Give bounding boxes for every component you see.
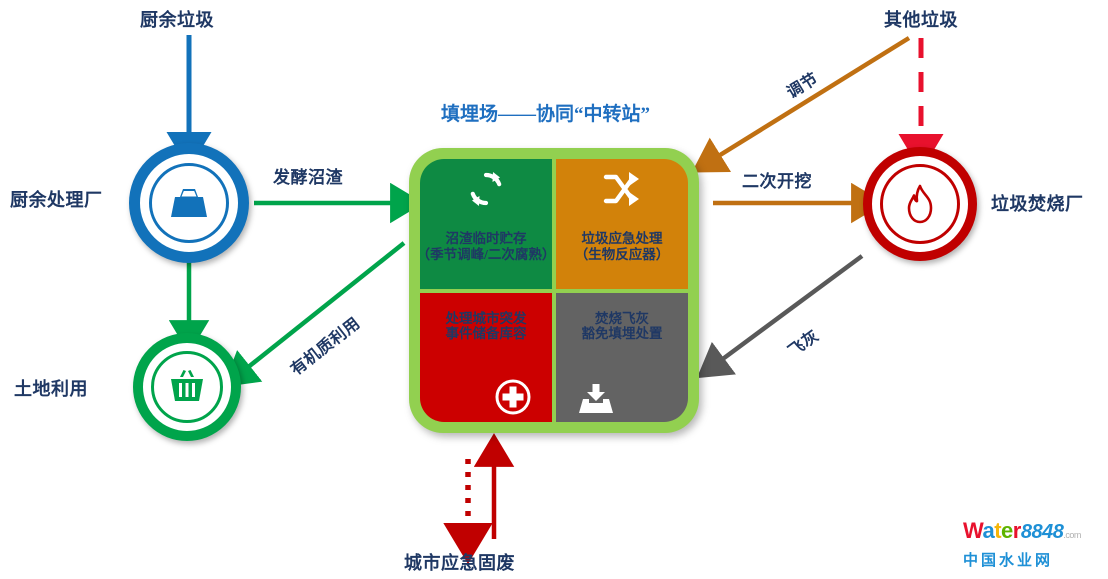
central-landfill-panel[interactable]: 沼渣临时贮存 （季节调峰/二次腐熟） 垃圾应急处理 （生物反应器） bbox=[409, 148, 699, 433]
watermark-dotcom: .com bbox=[1063, 530, 1081, 540]
label-arrow-organic-utilization: 有机质利用 bbox=[288, 314, 364, 380]
quadrant-biogas-residue-storage[interactable]: 沼渣临时贮存 （季节调峰/二次腐熟） bbox=[420, 159, 552, 289]
flame-icon bbox=[907, 184, 933, 224]
inbox-tray-icon bbox=[171, 189, 207, 217]
label-arrow-secondary-excavation: 二次开挖 bbox=[742, 172, 812, 191]
node-land-use[interactable] bbox=[133, 333, 241, 441]
label-incinerator: 垃圾焚烧厂 bbox=[991, 194, 1084, 214]
watermark-letter-a: a bbox=[982, 518, 995, 543]
node-incinerator[interactable] bbox=[863, 147, 977, 261]
quadrant-tr-line2: （生物反应器） bbox=[574, 246, 670, 262]
arrow-other-waste-to-panel bbox=[691, 36, 911, 173]
label-urban-emergency-waste: 城市应急固废 bbox=[404, 553, 515, 573]
watermark-subtitle: 中国水业网 bbox=[963, 552, 1054, 569]
label-land-use: 土地利用 bbox=[14, 379, 88, 399]
quadrant-br-line2: 豁免填埋处置 bbox=[581, 326, 663, 342]
label-arrow-fermented-residue: 发酵沼渣 bbox=[273, 168, 343, 187]
watermark-letter-t: t bbox=[994, 518, 1002, 543]
watermark-logo: Water8848.com 中国水业网 bbox=[963, 519, 1105, 573]
watermark-letter-e: e bbox=[1001, 518, 1013, 543]
panel-title: 填埋场——协同“中转站” bbox=[441, 104, 651, 125]
quadrant-emergency-waste-treatment[interactable]: 垃圾应急处理 （生物反应器） bbox=[556, 159, 688, 289]
node-food-plant[interactable] bbox=[129, 143, 249, 263]
quadrant-br-line1: 焚烧飞灰 bbox=[595, 310, 649, 326]
quadrant-fly-ash-landfill-exemption[interactable]: 焚烧飞灰 豁免填埋处置 bbox=[556, 292, 688, 422]
watermark-number: 8848 bbox=[1020, 521, 1064, 543]
quadrant-tr-line1: 垃圾应急处理 bbox=[581, 231, 663, 246]
refresh-cycle-icon bbox=[466, 169, 506, 209]
quadrant-bl-line2: 事件储备库容 bbox=[445, 326, 527, 342]
first-aid-plus-icon bbox=[494, 378, 532, 416]
label-arrow-regulate: 调节 bbox=[784, 70, 822, 102]
label-food-plant: 厨余处理厂 bbox=[10, 190, 103, 210]
label-other-waste: 其他垃圾 bbox=[884, 10, 958, 30]
shuffle-icon bbox=[602, 169, 642, 209]
watermark-letter-w: W bbox=[963, 518, 983, 543]
quadrant-tl-line2: （季节调峰/二次腐熟） bbox=[420, 246, 552, 262]
quadrant-urban-emergency-reserve[interactable]: 处理城市突发 事件储备库容 bbox=[420, 292, 552, 422]
label-arrow-fly-ash: 飞灰 bbox=[785, 327, 823, 361]
download-tray-icon bbox=[576, 382, 616, 416]
basket-icon bbox=[171, 370, 203, 401]
quadrant-tl-line1: 沼渣临时贮存 bbox=[445, 231, 527, 246]
label-food-waste: 厨余垃圾 bbox=[140, 10, 214, 30]
quadrant-bl-line1: 处理城市突发 bbox=[445, 310, 527, 326]
watermark-wordmark: Water8848.com bbox=[963, 519, 1105, 547]
watermark-letter-r: r bbox=[1012, 518, 1022, 543]
